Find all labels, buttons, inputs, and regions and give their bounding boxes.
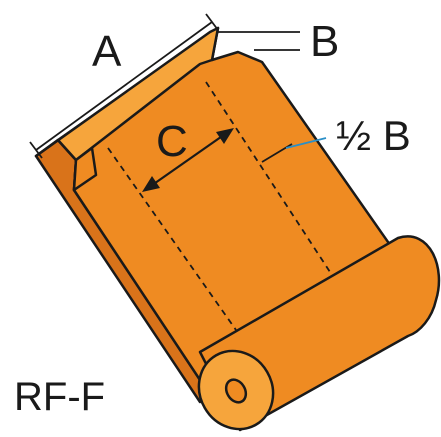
fold-line-2 xyxy=(205,81,331,273)
dimension-a-tick-left xyxy=(29,141,43,159)
top-gusset-flap xyxy=(34,26,220,162)
product-code: RF-F xyxy=(14,375,105,419)
half-b-leader xyxy=(285,137,327,149)
fold-line-1 xyxy=(107,147,237,331)
gusset-notch xyxy=(72,146,98,192)
dimension-c-arrow-right xyxy=(216,128,234,144)
dimension-a-line xyxy=(35,21,213,151)
label-b: B xyxy=(310,17,339,66)
roll-core-hole xyxy=(224,378,248,404)
label-c: C xyxy=(156,117,188,166)
dimension-a-tick-right xyxy=(205,13,219,31)
label-a: A xyxy=(92,27,122,76)
label-half-b: ½ B xyxy=(336,112,411,159)
dimension-c-arrow-left xyxy=(142,176,160,192)
dimension-c-line xyxy=(147,131,229,189)
